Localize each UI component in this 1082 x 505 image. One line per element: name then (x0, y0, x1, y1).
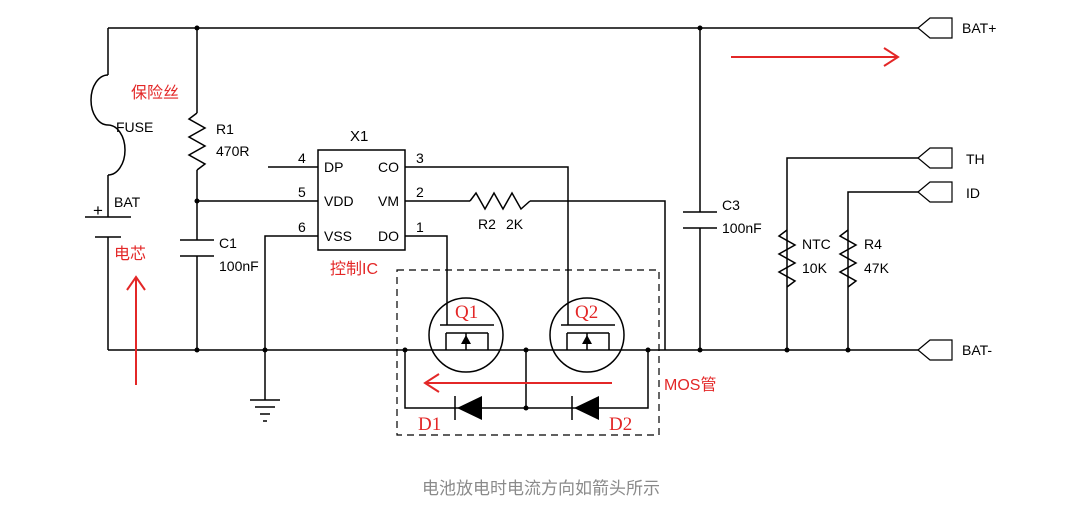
c3-name-label: C3 (722, 197, 740, 213)
mosfet-q2: Q2 (549, 297, 625, 373)
r1-name-label: R1 (216, 121, 234, 137)
resistor-r4: R4 47K (838, 229, 890, 288)
capacitor-c3: C3 100nF (683, 28, 762, 350)
control-ic: X1 控制IC DP VDD VSS CO VM DO 4 5 6 3 2 1 (194, 128, 569, 400)
pin-2-number: 2 (416, 184, 424, 200)
pin-co-label: CO (378, 159, 399, 175)
pin-vm-label: VM (378, 193, 399, 209)
mosfet-q1: Q1 (428, 297, 504, 373)
d2-label: D2 (609, 414, 632, 435)
ic-cn-label: 控制IC (330, 260, 378, 278)
pin-4-number: 4 (298, 150, 306, 166)
r2-value-label: 2K (506, 216, 524, 232)
pin-1-number: 1 (416, 219, 424, 235)
pin-5-number: 5 (298, 184, 306, 200)
bat-minus-label: BAT- (962, 342, 992, 358)
thermistor-ntc: NTC 10K (777, 229, 831, 288)
resistor-r1: R1 470R (187, 28, 249, 240)
pin-vss-label: VSS (324, 228, 352, 244)
id-label: ID (966, 185, 980, 201)
capacitor-c1: C1 100nF (180, 235, 259, 350)
cell-cn-label: 电芯 (114, 245, 146, 263)
pin-vdd-label: VDD (324, 193, 354, 209)
battery-cell: + BAT 电芯 (85, 194, 146, 350)
battery-plus-sign: + (93, 201, 103, 220)
q1-label: Q1 (455, 302, 478, 323)
fuse: FUSE 保险丝 (90, 28, 179, 203)
ntc-name-label: NTC (802, 236, 831, 252)
terminal-th: TH (786, 147, 985, 350)
th-label: TH (966, 151, 985, 167)
resistor-r2: R2 2K (469, 191, 666, 350)
top-rail (108, 25, 918, 31)
diode-d1: D1 (418, 396, 482, 435)
pin-6-number: 6 (298, 219, 306, 235)
ground-icon (250, 399, 280, 422)
mos-cn-label: MOS管 (664, 376, 716, 394)
r4-value-label: 47K (864, 260, 890, 276)
q2-label: Q2 (575, 302, 598, 323)
fuse-cn-label: 保险丝 (131, 84, 179, 102)
ntc-value-label: 10K (802, 260, 828, 276)
terminal-bat-plus: BAT+ (917, 17, 996, 39)
diode-d2: D2 (571, 396, 632, 435)
bat-label: BAT (114, 194, 141, 210)
pin-dp-label: DP (324, 159, 343, 175)
r2-name-label: R2 (478, 216, 496, 232)
bottom-rail (108, 347, 918, 353)
c1-value-label: 100nF (219, 258, 259, 274)
mos-module-box: MOS管 (396, 269, 716, 436)
terminal-id: ID (847, 181, 980, 350)
bat-plus-label: BAT+ (962, 20, 996, 36)
current-arrow-up-icon (126, 275, 146, 385)
c3-value-label: 100nF (722, 220, 762, 236)
r4-name-label: R4 (864, 236, 882, 252)
pin-do-label: DO (378, 228, 399, 244)
diode-branch (404, 347, 649, 411)
current-arrow-left-icon (423, 373, 612, 393)
figure-caption: 电池放电时电流方向如箭头所示 (422, 479, 660, 498)
current-arrow-right-icon (731, 47, 900, 67)
fuse-label: FUSE (116, 119, 153, 135)
terminal-bat-minus: BAT- (917, 339, 992, 361)
d1-label: D1 (418, 414, 441, 435)
pin-3-number: 3 (416, 150, 424, 166)
ic-name-label: X1 (350, 128, 368, 145)
r1-value-label: 470R (216, 143, 249, 159)
c1-name-label: C1 (219, 235, 237, 251)
